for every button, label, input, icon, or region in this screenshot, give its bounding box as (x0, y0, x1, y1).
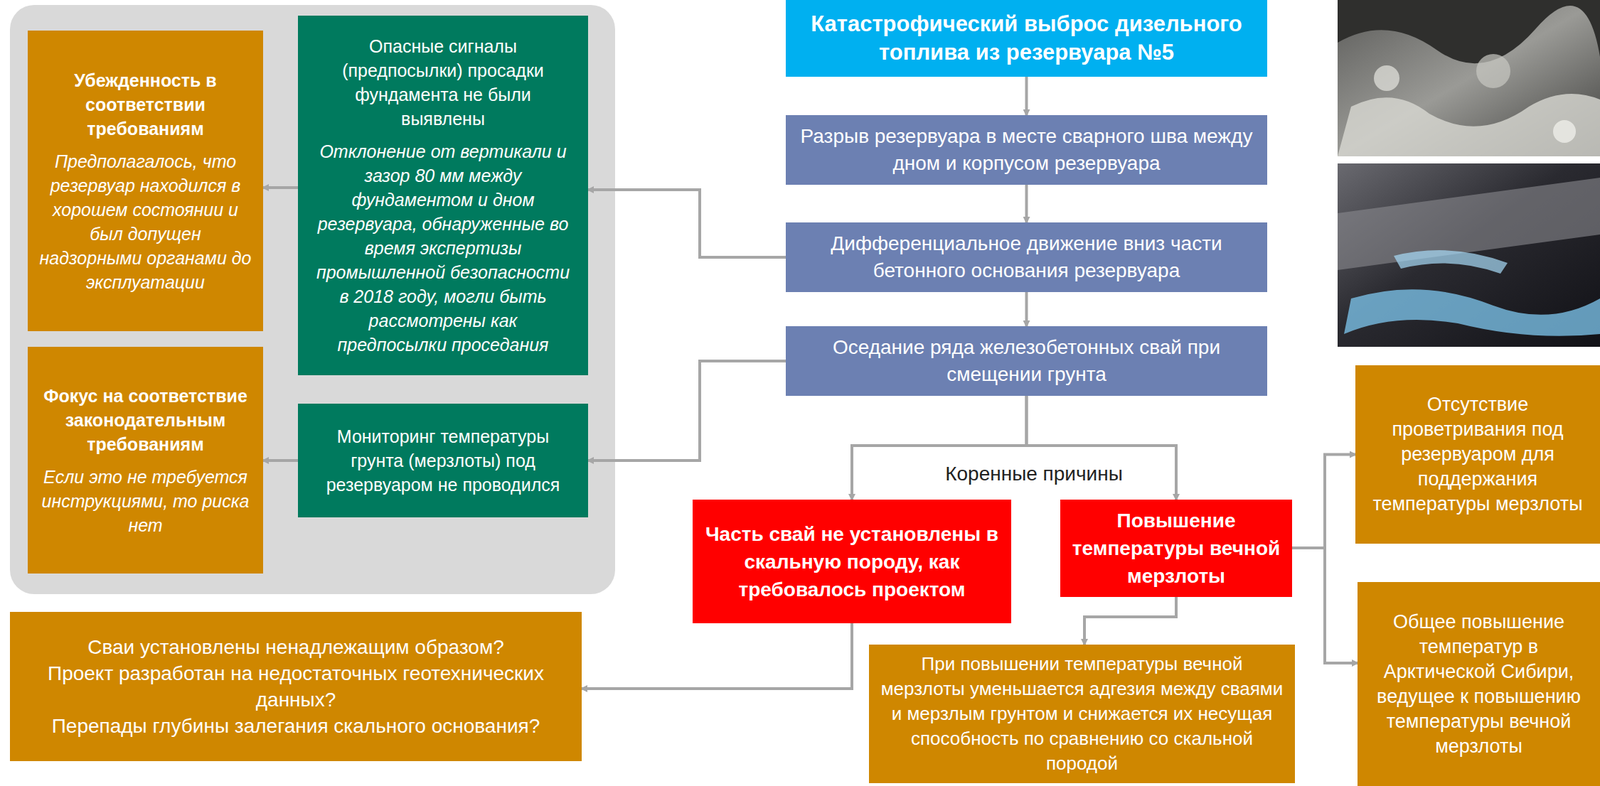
signal-box: Опасные сигналы (предпосылки) просадки ф… (297, 15, 589, 376)
photo-bottom (1337, 163, 1600, 348)
belief-box: Фокус на соответствие законодательным тр… (27, 347, 264, 574)
box-text: Дифференциальное движение вниз части бет… (795, 230, 1258, 285)
connector-arrow (588, 361, 786, 461)
box-text: При повышении температуры вечной мерзлот… (878, 652, 1285, 777)
box-text: Предполагалось, что резервуар находился … (39, 149, 252, 295)
connector-arrow (263, 459, 298, 463)
connector-arrow (1292, 455, 1356, 549)
box-text: Катастрофический выброс дизельного топли… (792, 9, 1261, 67)
factor-box: Отсутствие проветривания под резервуаром… (1355, 365, 1600, 544)
box-text: Часть свай не установлены в скальную пор… (704, 520, 1000, 604)
box-text: Перепады глубины залегания скального осн… (22, 713, 569, 740)
process-box: Дифференциальное движение вниз части бет… (785, 222, 1268, 293)
section-label: Коренные причины (945, 462, 1123, 486)
box-heading: Опасные сигналы (предпосылки) просадки ф… (312, 34, 574, 131)
connector-arrow (1025, 76, 1029, 116)
connector-arrow (263, 186, 298, 190)
connector-arrow (581, 623, 852, 690)
photo-top (1337, 0, 1600, 157)
box-text: Проект разработан на недостаточных геоте… (22, 660, 569, 714)
signal-box: Мониторинг температуры грунта (мерзлоты)… (297, 403, 589, 518)
process-box: Разрыв резервуара в месте сварного шва м… (785, 115, 1268, 185)
box-text: Отклонение от вертикали и зазор 80 мм ме… (312, 139, 574, 357)
connector-arrow (588, 189, 786, 258)
box-heading: Фокус на соответствие законодательным тр… (39, 384, 252, 457)
process-box: Оседание ряда железобетонных свай при см… (785, 326, 1268, 397)
box-text: Мониторинг температуры грунта (мерзлоты)… (310, 424, 576, 498)
box-text: Общее повышение температур в Арктической… (1370, 610, 1588, 760)
event-box: Катастрофический выброс дизельного топли… (785, 0, 1268, 77)
box-text: Разрыв резервуара в месте сварного шва м… (795, 123, 1258, 178)
connector-arrow (1084, 597, 1177, 645)
box-heading: Убежденность в соответствии требованиям (39, 68, 252, 141)
connector-arrow (1025, 292, 1029, 327)
grey-panel (9, 4, 616, 595)
connector-arrow (1025, 184, 1029, 223)
question-box: Сваи установлены ненадлежащим образом?Пр… (9, 612, 582, 762)
box-text: Если это не требуется инструкциями, то р… (39, 465, 252, 538)
explanation-box: При повышении температуры вечной мерзлот… (868, 644, 1295, 784)
box-text: Отсутствие проветривания под резервуаром… (1368, 392, 1588, 517)
box-text: Сваи установлены ненадлежащим образом? (22, 634, 569, 661)
root-cause-box: Повышение температуры вечной мерзлоты (1060, 499, 1293, 598)
root-cause-box: Часть свай не установлены в скальную пор… (692, 499, 1012, 624)
belief-box: Убежденность в соответствии требованиямП… (27, 30, 264, 332)
connector-arrow (1292, 548, 1358, 664)
box-text: Оседание ряда железобетонных свай при см… (795, 334, 1258, 389)
factor-box: Общее повышение температур в Арктической… (1357, 582, 1600, 786)
box-text: Повышение температуры вечной мерзлоты (1070, 507, 1283, 591)
